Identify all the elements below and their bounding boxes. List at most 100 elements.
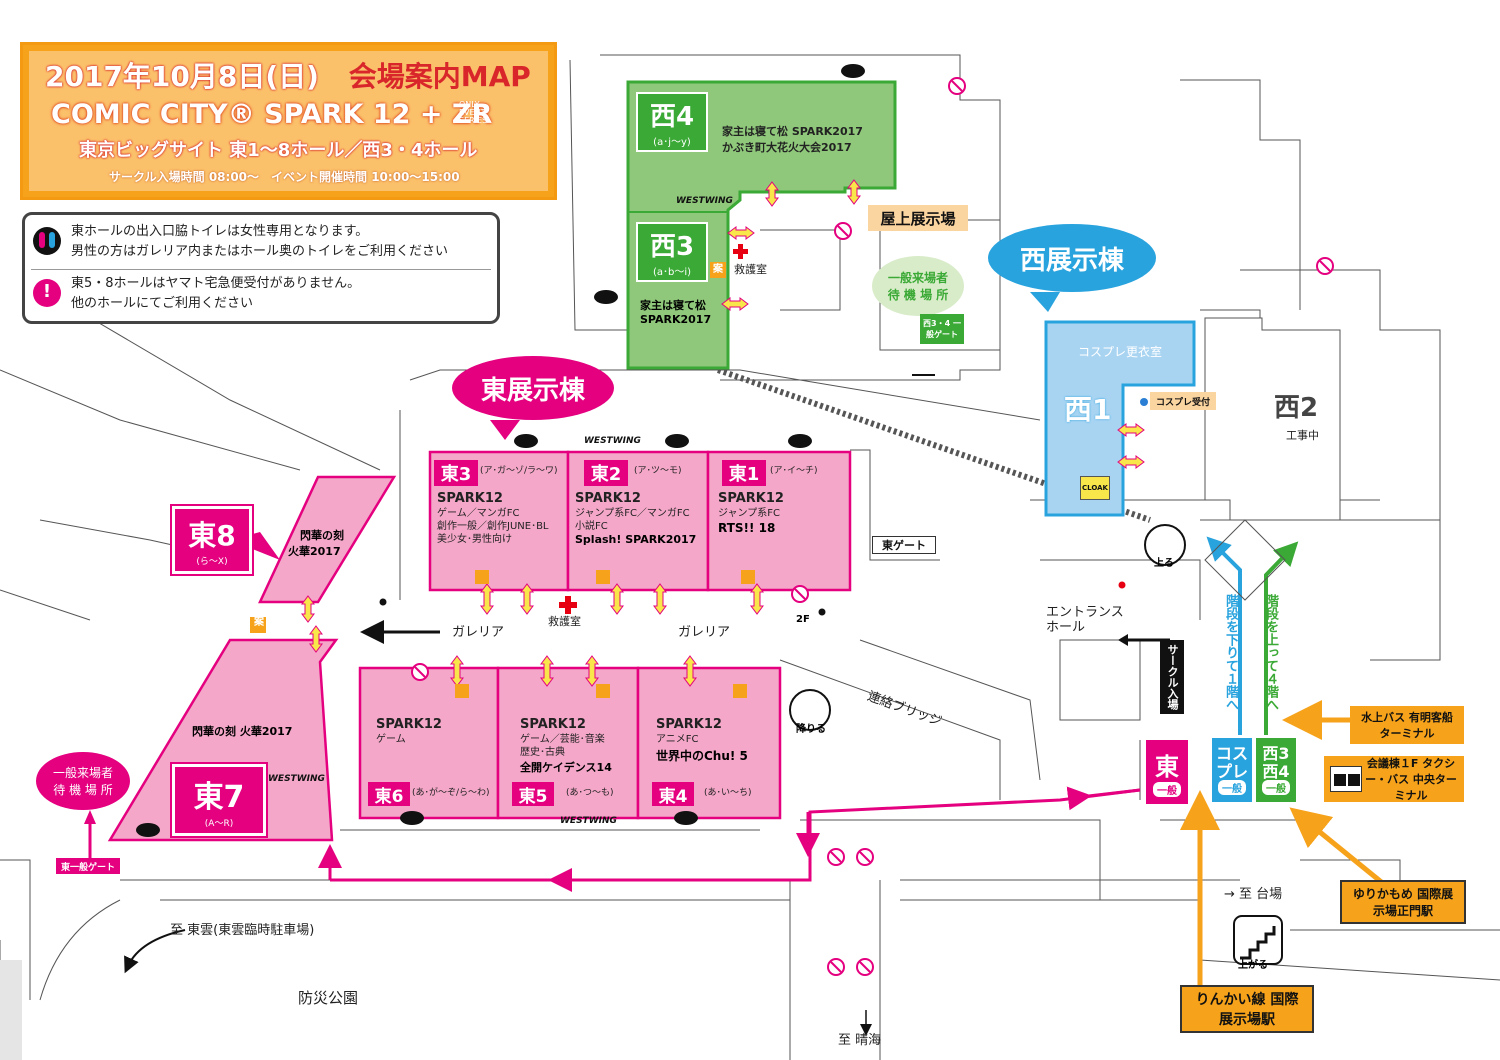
sign-cosplay-general: コスプレ 一般 — [1212, 738, 1252, 802]
cosplay-reception: コスプレ受付 — [1150, 392, 1216, 410]
hall-e1-event-1: SPARK12 — [718, 491, 784, 506]
galleria-label-right: ガレリア — [678, 625, 731, 640]
hall-e2-event-2: ジャンプ系FC／マンガFC — [575, 508, 690, 519]
event-date: 2017年10月8日(日) — [45, 60, 319, 93]
hall-e6-name: 東6 — [368, 782, 410, 807]
hall-e1-event-3: RTS!! 18 — [718, 521, 776, 535]
event-times: サークル入場時間 08:00～ イベント開催時間 10:00～15:00 — [109, 170, 460, 184]
rinkai-station: りんかい線 国際展示場駅 — [1180, 985, 1314, 1033]
venue-name: 東京ビッグサイト 東1～8ホール／西3・4ホール — [79, 140, 478, 161]
stairs-down-label: 階段を下りて１階へ — [1222, 594, 1238, 711]
notice-yamato-line1: 東5・8ホールはヤマト宅急便受付がありません。 — [71, 276, 361, 291]
stairs-up-4f-label: 階段を上って４階へ — [1262, 594, 1278, 711]
notice-restroom-line2: 男性の方はガレリア内またはホール奥のトイレをご利用ください — [71, 244, 449, 259]
hall-w1-subtitle: コスプレ更衣室 — [1078, 345, 1163, 359]
corridor-dotted — [717, 367, 1151, 523]
yamato-icons — [136, 64, 865, 837]
hall-e2-range: (ア･ツ～モ) — [634, 466, 682, 476]
zr-tagline: ONLY EVENT SERIES — [459, 100, 488, 125]
escalator-down-label: 降りる — [796, 724, 826, 735]
header-banner: 2017年10月8日(日) 会場案内MAP COMIC CITY® SPARK … — [20, 42, 557, 200]
event-name: COMIC CITY® SPARK 12 + ZR — [51, 99, 493, 130]
hall-e3-name: 東3 — [434, 460, 478, 486]
cosplay-route — [1206, 536, 1242, 735]
hall-e4-event-1: SPARK12 — [656, 717, 722, 732]
stairs-up-label: 上がる — [1238, 960, 1268, 971]
direction-harumi: 至 晴海 — [838, 1033, 882, 1048]
yurikamome-route — [1289, 807, 1387, 887]
hall-e5-event-2: ゲーム／芸能･音楽 — [520, 734, 605, 745]
sign-east-general: 東 一般 — [1146, 740, 1188, 804]
hall-e7-label: 東7 (A～R) — [170, 762, 268, 838]
west-hall-2 — [1204, 317, 1341, 521]
hall-w2-status: 工事中 — [1286, 429, 1319, 442]
first-aid-icons — [559, 244, 748, 614]
hall-e3-event-2: ゲーム／マンガFC — [437, 508, 520, 519]
east-general-waiting-area: 一般来場者 待 機 場 所 — [36, 752, 130, 810]
westwing-logo-e7: WESTWING — [268, 774, 325, 784]
east-hall-8 — [258, 475, 397, 604]
hall-e2-event-3: 小説FC — [575, 521, 608, 532]
west-general-gate: 西3・4 一般ゲート — [920, 314, 964, 344]
hall-e2-name: 東2 — [584, 460, 628, 486]
hall-w3-event-1: 家主は寝て松 — [640, 299, 706, 312]
westwing-logo-e2: WESTWING — [584, 436, 641, 446]
hall-e3-event-3: 創作一般／創作JUNE･BL — [437, 521, 549, 532]
hall-w4-event-1: 家主は寝て松 SPARK2017 — [722, 125, 863, 138]
hall-e3-event-4: 美少女･男性向け — [437, 534, 512, 545]
hall-e6-event-2: ゲーム — [376, 734, 406, 745]
first-aid-east: 救護室 — [548, 615, 581, 628]
sign-west-general: 西3 西4 一般 — [1256, 738, 1296, 802]
hall-e8-event-1: 閃華の刻 — [300, 529, 344, 542]
direction-daiba: → 至 台場 — [1224, 887, 1283, 902]
hall-e6-range: (あ･が～ぞ/ら～わ) — [412, 788, 490, 798]
hall-e4-name: 東4 — [652, 782, 694, 807]
direction-shinonome: 至 東雲(東雲臨時駐車場) — [170, 923, 315, 938]
east-general-gate: 東一般ゲート — [56, 858, 120, 874]
west-general-waiting-area: 一般来場者 待 機 場 所 — [872, 256, 964, 316]
yurikamome-station: ゆりかもめ 国際展示場正門駅 — [1340, 880, 1466, 924]
circle-entry-label: サークル入場 — [1160, 640, 1184, 714]
rooftop-hall-label: 屋上展示場 — [868, 205, 968, 231]
hall-e6-event-1: SPARK12 — [376, 717, 442, 732]
hall-e5-range: (あ･つ～も) — [566, 788, 614, 798]
hall-e7-event-1: 閃華の刻 火華2017 — [192, 725, 293, 738]
info-markers — [250, 262, 755, 698]
westwing-logo-e5: WESTWING — [560, 816, 617, 826]
floor-2f-label: 2F — [796, 614, 810, 625]
westwing-logo-w3: WESTWING — [676, 196, 733, 206]
hall-e4-event-2: アニメFC — [656, 734, 699, 745]
hall-e2-event-4: Splash! SPARK2017 — [575, 533, 697, 546]
galleria-label-left: ガレリア — [452, 625, 505, 640]
notice-yamato-line2: 他のホールにてご利用ください — [71, 296, 254, 311]
hall-w4-label: 西4 (a･j～y) — [636, 92, 708, 152]
hall-e1-event-2: ジャンプ系FC — [718, 508, 780, 519]
east-building-bubble: 東展示棟 — [452, 356, 614, 420]
header-title: 2017年10月8日(日) 会場案内MAP — [45, 60, 531, 93]
hall-e3-event-1: SPARK12 — [437, 491, 503, 506]
east-upper-halls — [428, 450, 852, 592]
hall-w2-name: 西2 — [1274, 393, 1319, 423]
hall-e5-name: 東5 — [512, 782, 554, 807]
hall-w4-event-2: かぶき町大花火大会2017 — [722, 141, 852, 154]
hall-e3-range: (ア･ガ～ゾ/ラ～ワ) — [480, 466, 558, 476]
west-hall-1 — [1044, 320, 1196, 517]
bus-taxi-icon — [1330, 766, 1362, 792]
first-aid-west: 救護室 — [734, 263, 767, 276]
entrance-hall-label: エントランス ホール — [1046, 605, 1124, 635]
hall-w1-name: 西1 — [1064, 393, 1112, 426]
escalator-up-label: 上る — [1154, 558, 1174, 569]
info-marker-e8: 案 — [254, 617, 264, 628]
hall-e4-range: (あ･い～ち) — [704, 788, 752, 798]
door-arrows — [301, 179, 1145, 687]
west-hall-34 — [626, 80, 897, 370]
parking-block — [0, 960, 22, 1060]
hall-e5-event-4: 全開ケイデンス14 — [520, 761, 612, 774]
exclamation-icon: ! — [33, 279, 61, 307]
notice-restroom-line1: 東ホールの出入口脇トイレは女性専用となります。 — [71, 224, 369, 239]
hall-e1-range: (ア･イ～チ) — [770, 466, 818, 476]
water-bus-terminal: 水上バス 有明客船ターミナル — [1350, 706, 1464, 744]
east-gate-label: 東ゲート — [872, 536, 936, 554]
